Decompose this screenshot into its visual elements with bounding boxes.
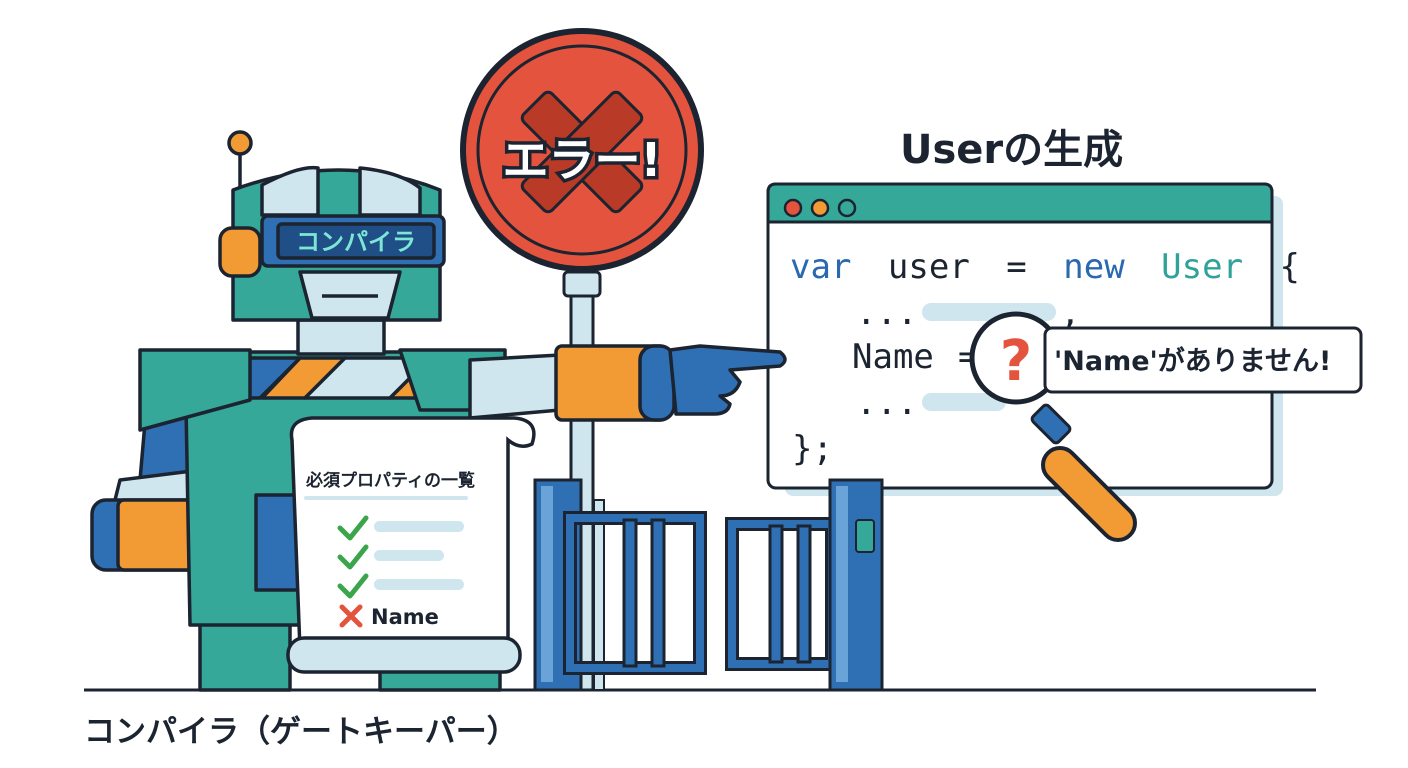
code-type-user: User xyxy=(1161,247,1243,287)
question-mark-icon: ? xyxy=(1000,329,1032,394)
check-icon-2 xyxy=(337,544,369,570)
window-minimize-dot[interactable] xyxy=(810,198,830,218)
code-window-titlebar xyxy=(766,182,1274,224)
check-icon-1 xyxy=(337,515,369,541)
code-equals: = xyxy=(1006,247,1026,287)
placeholder-bar-2 xyxy=(922,393,1006,411)
checklist-line-1 xyxy=(374,521,464,532)
error-stop-sign: エラー! xyxy=(460,28,704,692)
checklist-title: 必須プロパティの一覧 xyxy=(305,470,475,491)
sign-pole-cap xyxy=(562,270,602,298)
code-ellipsis-1: ... xyxy=(856,293,917,333)
check-icon-3 xyxy=(337,573,369,599)
magnifying-glass-icon: ? xyxy=(969,311,1137,542)
cross-icon xyxy=(339,604,363,628)
code-ellipsis-2: ... xyxy=(856,383,917,423)
missing-property-name: Name xyxy=(371,605,439,629)
window-close-dot[interactable] xyxy=(783,198,803,218)
pointing-hand-icon xyxy=(668,344,787,416)
x-mark-icon xyxy=(520,90,644,214)
checklist-line-2 xyxy=(374,550,444,561)
error-popup-text: 'Name'がありません! xyxy=(1054,345,1331,377)
checklist-line-3 xyxy=(374,579,464,590)
scene-caption: コンパイラ（ゲートキーパー） xyxy=(84,714,518,750)
code-line-1: var user = new User { xyxy=(790,247,1300,287)
code-brace-open: { xyxy=(1280,247,1300,287)
stop-sign-text: エラー! xyxy=(503,133,662,187)
code-name-property: Name xyxy=(852,337,934,377)
code-keyword-new: new xyxy=(1063,247,1125,287)
robot-visor-label: コンパイラ xyxy=(296,228,416,256)
error-popup: 'Name'がありません! xyxy=(1043,326,1363,394)
window-maximize-dot[interactable] xyxy=(837,198,857,218)
scene-title: Userの生成 xyxy=(900,127,1123,173)
code-identifier-user: user xyxy=(888,247,970,287)
turnstile-gate xyxy=(533,478,884,692)
required-properties-scroll: 必須プロパティの一覧 Name xyxy=(286,416,536,674)
code-comma: , xyxy=(1060,293,1080,333)
code-close: }; xyxy=(792,429,833,469)
code-keyword-var: var xyxy=(790,247,851,287)
